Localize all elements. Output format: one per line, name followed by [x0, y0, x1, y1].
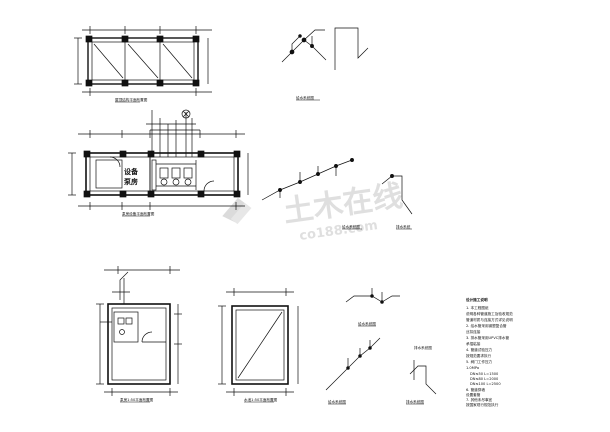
- notes-line: 3. 排水管采用UPVC排水管: [466, 335, 509, 340]
- notes-title: 设计施工说明: [466, 297, 488, 302]
- title-top-plan: 屋顶结构平面布置图: [115, 97, 148, 102]
- notes-line: 按规范要求执行: [466, 353, 492, 358]
- notes-line: 说明各种管道施工及验收规范: [466, 311, 513, 316]
- title-iso-bottom-left: 给水系统图: [328, 399, 346, 404]
- iso-system-lower-small: [406, 360, 437, 405]
- title-iso-lower-small: 排水系统图: [414, 345, 432, 350]
- iso-system-top: [281, 27, 369, 101]
- notes-line: 7. 其他未尽事宜: [466, 397, 493, 402]
- notes-line: 6. 管道穿墙: [466, 387, 485, 392]
- notes-line: 1.0MPa: [466, 366, 479, 370]
- notes-line: 设置套管: [466, 392, 481, 397]
- design-notes: 设计施工说明 1. 本工程图纸 说明各种管道施工及验收规范 管道材质与连接方式详…: [466, 297, 513, 407]
- title-plan-lower-mid: 水池1:50平面布置图: [244, 397, 278, 402]
- iso-system-mid-left: [261, 158, 362, 230]
- notes-line: 1. 本工程图纸: [466, 305, 489, 310]
- title-main-plan: 泵房设备平面布置图: [122, 211, 155, 216]
- notes-line: 管道材质与连接方式详见说明: [466, 317, 513, 322]
- title-iso-mid-left: 给水系统图: [342, 224, 360, 229]
- notes-line: 4. 管道试验压力: [466, 347, 493, 352]
- notes-line: DN≤80 L=2000: [470, 377, 499, 381]
- notes-line: DN≤50 L=1500: [470, 372, 499, 376]
- notes-line: 承插粘接: [466, 341, 481, 346]
- title-iso-lower: 给水系统图: [358, 321, 376, 326]
- notes-line: 按国家现行规范执行: [466, 402, 499, 407]
- lower-left-plan: [96, 266, 182, 403]
- notes-line: 5. 阀门工作压力: [466, 359, 493, 364]
- lower-mid-plan: [218, 288, 299, 403]
- top-structural-plan: [74, 26, 212, 103]
- title-iso-top: 给水系统图: [296, 95, 314, 100]
- title-plan-lower-left: 泵房1:50平面布置图: [120, 397, 154, 402]
- iso-system-bottom-left: [325, 337, 381, 405]
- title-iso-bottom-right: 排水系统图: [406, 399, 424, 404]
- notes-line: 丝扣连接: [466, 329, 481, 334]
- notes-line: DN≤100 L=2500: [470, 382, 501, 386]
- iso-system-lower: [345, 288, 400, 327]
- iso-system-mid-right: [381, 174, 413, 230]
- notes-line: 2. 给水管采用钢塑复合管: [466, 323, 507, 328]
- watermark-logo-icon: [222, 197, 252, 225]
- pump-room-plan: [68, 109, 249, 217]
- title-iso-mid-right: 排水系统: [396, 224, 411, 229]
- room-label-2: 泵房: [123, 177, 138, 186]
- room-label-1: 设备: [124, 167, 139, 176]
